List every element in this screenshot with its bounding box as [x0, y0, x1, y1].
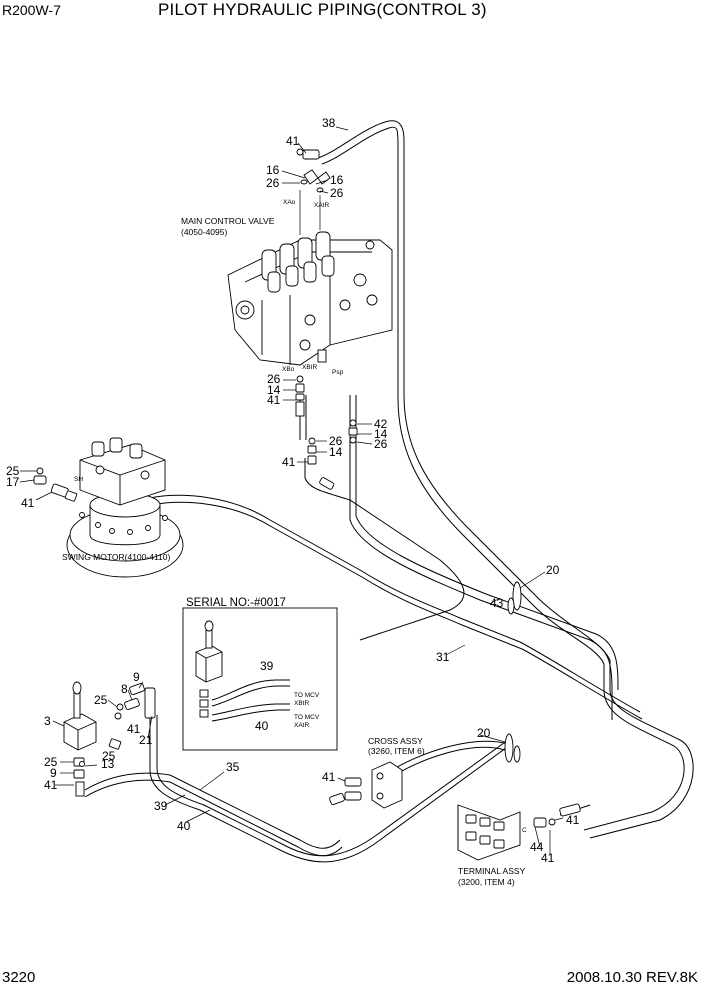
main-control-valve-label: MAIN CONTROL VALVE [181, 216, 275, 226]
page-title: PILOT HYDRAULIC PIPING(CONTROL 3) [158, 0, 487, 19]
port-xbo-label: XBo [282, 366, 295, 373]
callout-13: 13 [101, 757, 115, 771]
callout-20-bottom: 20 [477, 726, 491, 740]
to-mcv-label-1: TO MCV [294, 692, 320, 699]
callout-21: 21 [139, 733, 153, 747]
to-mcv-label-2: TO MCV [294, 714, 320, 721]
clamp-20-bottom [504, 733, 521, 763]
callout-41-a: 41 [127, 722, 141, 736]
clamp-20-top [507, 581, 522, 615]
main-control-valve [227, 231, 393, 366]
xbtr-label: XBtR [294, 700, 309, 707]
callout-25-b: 25 [102, 749, 116, 763]
callout-41-lower: 41 [282, 455, 296, 469]
callout-25-a: 25 [94, 693, 108, 707]
callout-42: 42 [374, 417, 388, 431]
callout-39: 39 [154, 799, 168, 813]
callout-41-b: 41 [44, 778, 58, 792]
callout-40-inset: 40 [255, 719, 269, 733]
callout-31: 31 [436, 650, 450, 664]
callout-25-swing: 25 [6, 464, 20, 478]
terminal-assy-ref: (3200, ITEM 4) [458, 877, 515, 887]
mcv-lower-fittings [295, 375, 358, 490]
main-control-valve-range: (4050-4095) [181, 227, 227, 237]
callout-26-mid: 26 [267, 372, 281, 386]
callout-26-lower: 26 [329, 434, 343, 448]
port-c-label: C [522, 827, 527, 834]
cross-assy [329, 761, 403, 809]
callout-14-lower: 14 [329, 445, 343, 459]
callout-26-left: 26 [266, 176, 280, 190]
model-number: R200W-7 [2, 2, 61, 18]
callout-39-inset: 39 [260, 659, 274, 673]
swing-motor-label: SWING MOTOR(4100-4110) [62, 552, 170, 562]
port-xatr-label: XAtR [314, 202, 329, 209]
callout-17-swing: 17 [6, 475, 20, 489]
page-number: 3220 [2, 969, 36, 986]
callout-16-right: 16 [330, 173, 344, 187]
cross-assy-ref: (3260, ITEM 6) [368, 746, 425, 756]
callout-35: 35 [226, 760, 240, 774]
top-fittings [296, 148, 331, 235]
callout-3: 3 [44, 714, 51, 728]
callout-8: 8 [121, 682, 128, 696]
callout-14-right: 14 [374, 427, 388, 441]
callout-40: 40 [177, 819, 191, 833]
callout-38: 38 [322, 116, 336, 130]
swing-motor [66, 437, 184, 578]
port-xbir-label: XBIR [302, 364, 317, 371]
xatr-label: XAtR [294, 722, 309, 729]
port-sh-label: SH [74, 476, 83, 483]
pilot-valve [63, 681, 156, 797]
callout-41-top: 41 [286, 134, 300, 148]
callout-41-cross: 41 [322, 770, 336, 784]
callout-41-terminal-b: 41 [541, 851, 555, 865]
callout-9-a: 9 [133, 670, 140, 684]
callout-leaders [19, 126, 564, 855]
callout-25-c: 25 [44, 755, 58, 769]
callout-43: 43 [490, 596, 504, 610]
port-xao-label: XAo [283, 199, 296, 206]
callout-44: 44 [530, 840, 544, 854]
callout-9-b: 9 [50, 766, 57, 780]
callout-16-left: 16 [266, 163, 280, 177]
callout-41-mid: 41 [267, 393, 281, 407]
revision-date: 2008.10.30 REV.8K [566, 969, 698, 986]
callout-20-top: 20 [546, 563, 560, 577]
terminal-assy [457, 803, 581, 861]
callout-26-right-lower: 26 [374, 437, 388, 451]
serial-inset-box [182, 607, 338, 751]
terminal-assy-label: TERMINAL ASSY [458, 866, 526, 876]
callout-14-mid: 14 [267, 383, 281, 397]
swing-motor-fittings [33, 467, 78, 502]
cross-assy-label: CROSS ASSY [368, 736, 423, 746]
port-psp-label: Psp [332, 369, 344, 376]
callout-41-terminal-a: 41 [566, 813, 580, 827]
callout-41-swing: 41 [21, 496, 35, 510]
serial-no-label: SERIAL NO:-#0017 [186, 597, 286, 609]
callout-26-right: 26 [330, 186, 344, 200]
